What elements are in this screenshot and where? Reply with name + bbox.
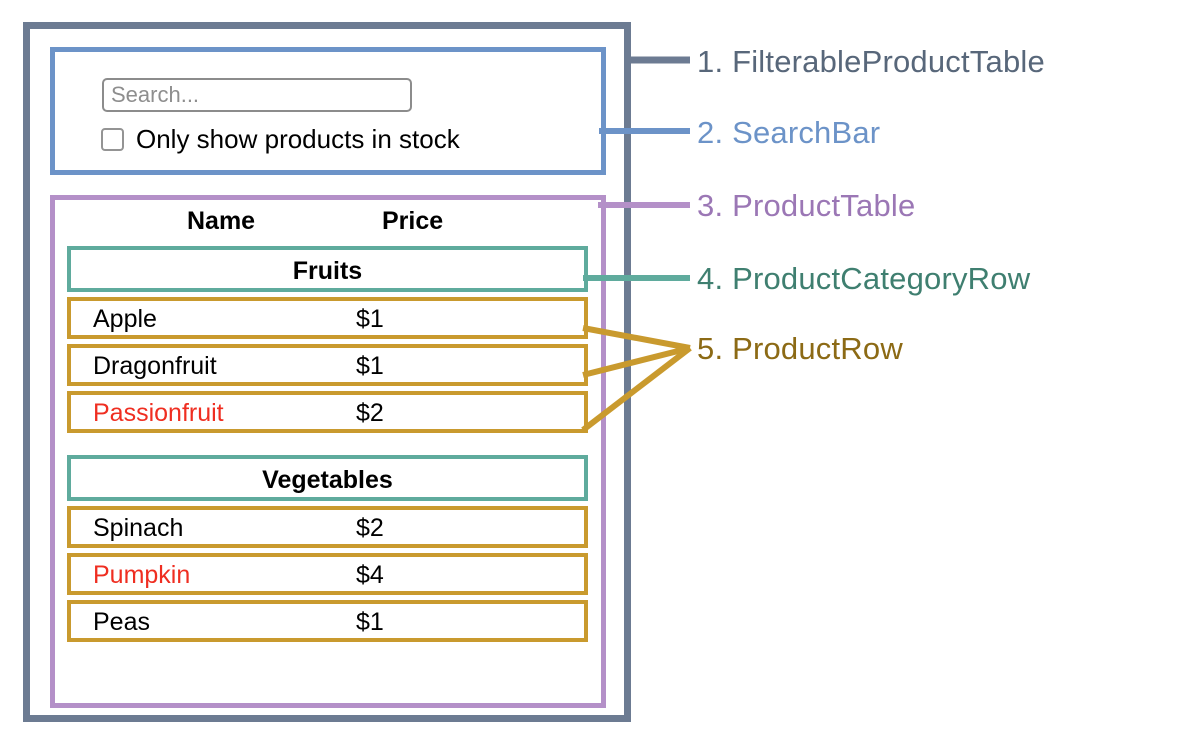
product-row[interactable]: Pumpkin $4: [67, 553, 588, 595]
callout-label-product-row: 5. ProductRow: [697, 331, 903, 366]
product-name: Passionfruit: [93, 399, 224, 427]
product-price: $1: [356, 608, 384, 636]
callout-label-filterable-product-table: 1. FilterableProductTable: [697, 44, 1045, 79]
product-price: $2: [356, 514, 384, 542]
stock-filter-row[interactable]: Only show products in stock: [101, 126, 460, 152]
product-table-header-row: Name Price: [55, 200, 601, 246]
product-name: Peas: [93, 608, 150, 636]
only-in-stock-checkbox[interactable]: [101, 127, 124, 151]
column-header-name: Name: [187, 207, 256, 235]
search-bar-frame: Only show products in stock: [50, 47, 606, 175]
product-row[interactable]: Passionfruit $2: [67, 391, 588, 433]
product-row[interactable]: Apple $1: [67, 297, 588, 339]
product-category-label: Vegetables: [262, 466, 393, 494]
callout-label-product-category-row: 4. ProductCategoryRow: [697, 261, 1031, 296]
product-row[interactable]: Peas $1: [67, 600, 588, 642]
filterable-product-table-frame: Only show products in stock Name Price F…: [23, 22, 631, 722]
product-name: Pumpkin: [93, 561, 191, 589]
product-name: Spinach: [93, 514, 184, 542]
product-category-label: Fruits: [292, 257, 363, 285]
section-spacer: [67, 438, 588, 455]
product-rows-area: Fruits Apple $1 Dragonfruit $1 Passionfr…: [67, 246, 588, 647]
product-category-row: Vegetables: [67, 455, 588, 501]
product-category-row: Fruits: [67, 246, 588, 292]
callout-label-search-bar: 2. SearchBar: [697, 115, 881, 150]
search-input[interactable]: [102, 78, 412, 112]
product-price: $2: [356, 399, 384, 427]
column-header-price: Price: [382, 207, 444, 235]
product-table-frame: Name Price Fruits Apple $1 Dragonfruit $…: [50, 195, 606, 708]
product-row[interactable]: Spinach $2: [67, 506, 588, 548]
product-price: $1: [356, 352, 384, 380]
callout-label-product-table: 3. ProductTable: [697, 188, 916, 223]
product-name: Dragonfruit: [93, 352, 217, 380]
product-price: $4: [356, 561, 384, 589]
product-price: $1: [356, 305, 384, 333]
product-row[interactable]: Dragonfruit $1: [67, 344, 588, 386]
product-name: Apple: [93, 305, 157, 333]
only-in-stock-label: Only show products in stock: [136, 124, 460, 154]
